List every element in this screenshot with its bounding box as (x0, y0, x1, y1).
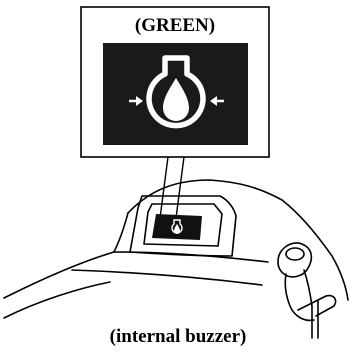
callout-label: (GREEN) (134, 15, 216, 36)
pressure-arrow-right-icon (210, 96, 224, 106)
machine-housing (3, 179, 349, 339)
callout-box (80, 6, 270, 158)
caption: (internal buzzer) (109, 326, 247, 347)
oil-drop-icon (146, 55, 206, 129)
housing-indicator (152, 214, 202, 240)
pressure-arrow-left-icon (129, 96, 143, 106)
